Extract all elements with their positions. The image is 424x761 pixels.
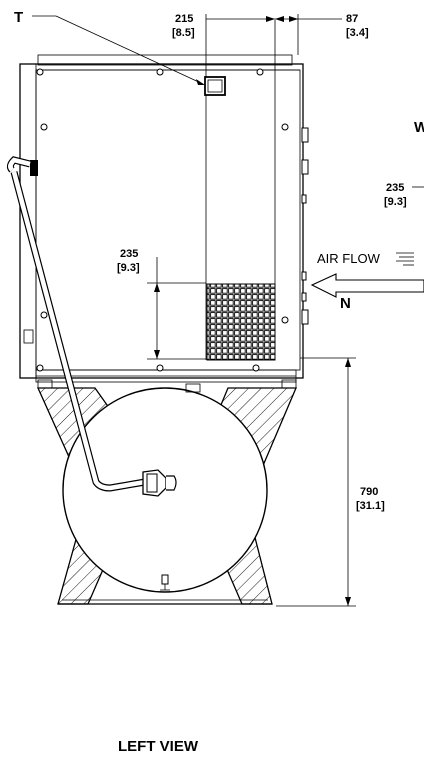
cabinet bbox=[19, 54, 304, 383]
ventilation-grille bbox=[206, 283, 276, 361]
screw-icon bbox=[36, 364, 44, 372]
view-title: LEFT VIEW bbox=[118, 738, 199, 755]
tank-body bbox=[62, 387, 268, 593]
dim-top-a-in: [8.5] bbox=[172, 27, 195, 39]
screw-icon bbox=[252, 364, 260, 372]
dim-side-partial-mm: 235 bbox=[386, 182, 404, 194]
dim-grille-height-mm: 235 bbox=[120, 248, 138, 260]
hose-fitting-block bbox=[30, 160, 38, 176]
fitting-icon bbox=[301, 292, 307, 302]
dim-side-partial-in: [9.3] bbox=[384, 196, 407, 208]
screw-icon bbox=[40, 123, 48, 131]
air-flow-label: AIR FLOW bbox=[317, 251, 381, 266]
drain-valve-icon bbox=[161, 574, 169, 585]
overall-height-dimension bbox=[276, 357, 356, 607]
air-tank bbox=[62, 383, 268, 593]
n-label: N bbox=[340, 295, 351, 312]
dim-top-b-mm: 87 bbox=[346, 13, 358, 25]
t-callout-label: T bbox=[14, 9, 23, 26]
screw-icon bbox=[156, 364, 164, 372]
air-flow-arrow-icon bbox=[310, 273, 424, 298]
screw-icon bbox=[156, 68, 164, 76]
dim-top-a-mm: 215 bbox=[175, 13, 193, 25]
right-side-fittings bbox=[301, 127, 309, 325]
fitting-icon bbox=[301, 127, 309, 143]
screw-icon bbox=[40, 311, 48, 319]
hose-pipe bbox=[6, 156, 177, 497]
side-panel-latch-icon bbox=[23, 329, 34, 344]
top-dimensions bbox=[205, 14, 342, 70]
screw-icon bbox=[256, 68, 264, 76]
screw-icon bbox=[36, 68, 44, 76]
air-flow-arrow bbox=[310, 252, 424, 298]
panel-screws bbox=[36, 68, 289, 372]
screw-icon bbox=[281, 316, 289, 324]
dim-overall-height-in: [31.1] bbox=[356, 500, 385, 512]
dim-top-b-in: [3.4] bbox=[346, 27, 369, 39]
fitting-icon bbox=[301, 309, 309, 325]
cabinet-top-flange bbox=[37, 54, 293, 66]
dim-grille-height-in: [9.3] bbox=[117, 262, 140, 274]
fitting-icon bbox=[301, 271, 307, 281]
screw-icon bbox=[281, 123, 289, 131]
fitting-icon bbox=[301, 194, 307, 204]
fitting-icon bbox=[301, 159, 309, 175]
w-label: W bbox=[414, 119, 424, 136]
t-indicator-square bbox=[204, 76, 226, 96]
dim-overall-height-mm: 790 bbox=[360, 486, 378, 498]
grille-height-dimension bbox=[147, 257, 206, 360]
